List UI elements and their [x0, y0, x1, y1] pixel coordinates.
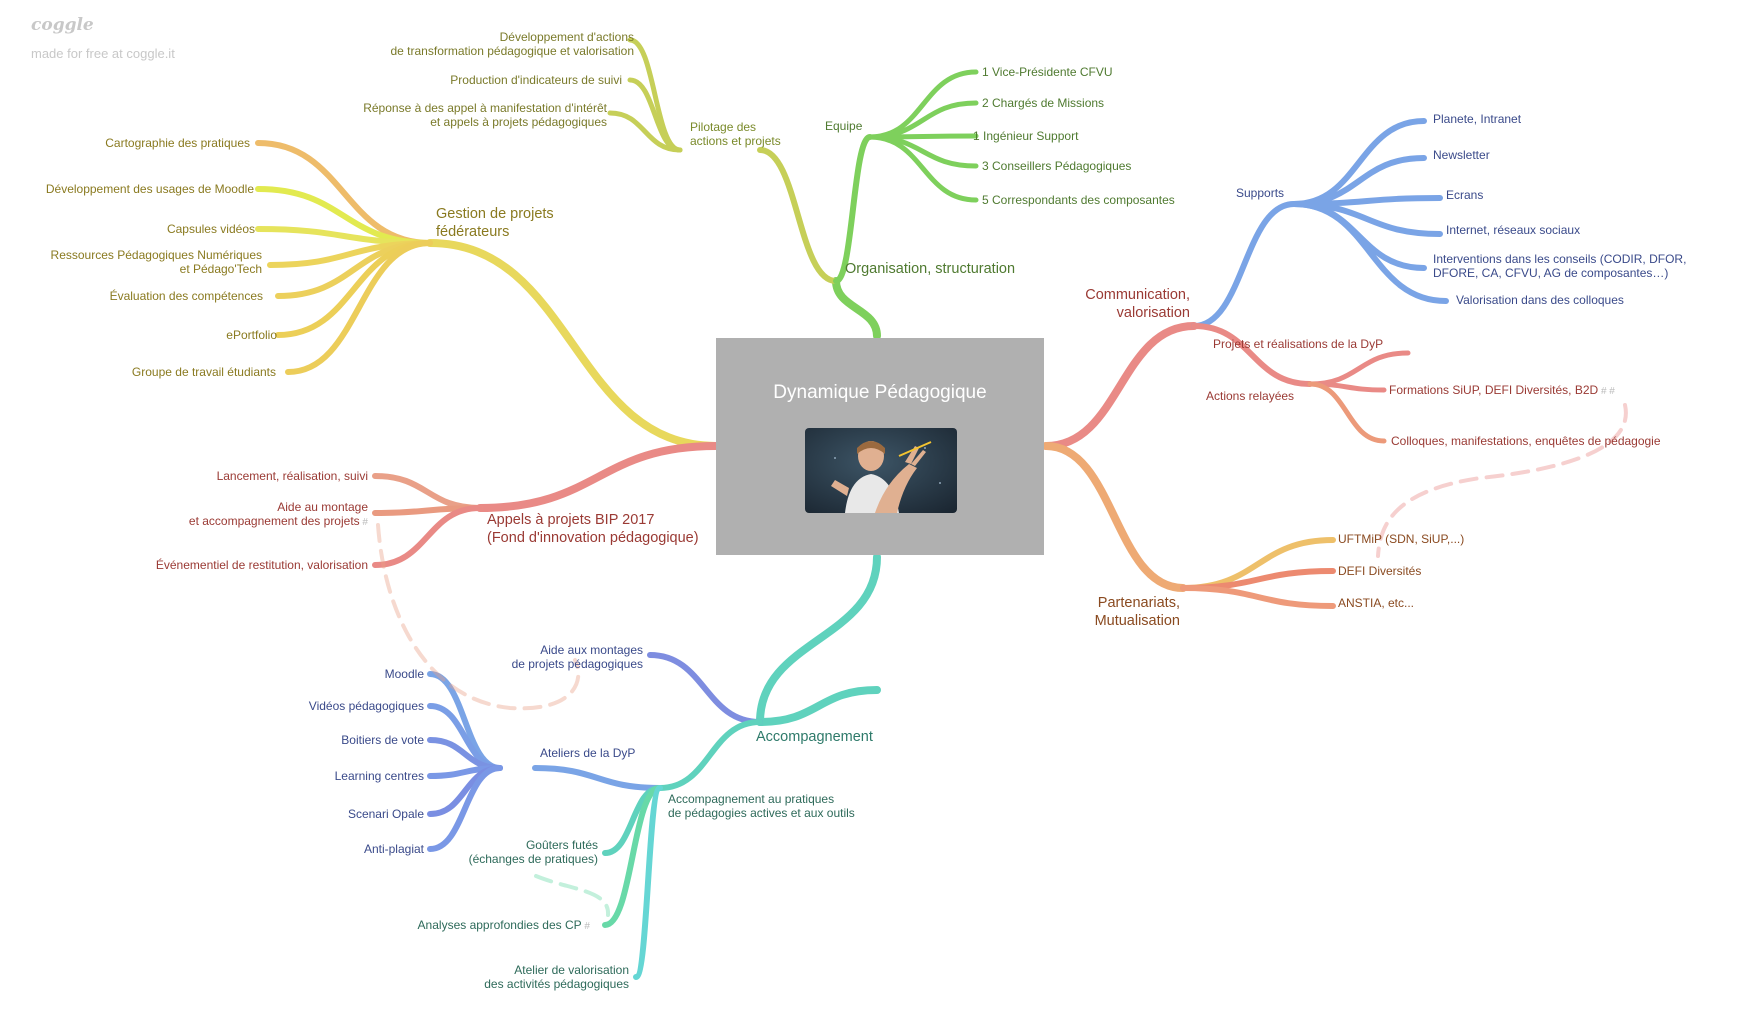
node-partenariats[interactable]: Partenariats, Mutualisation	[1094, 595, 1180, 629]
node-gouters[interactable]: Goûters futés (échanges de pratiques)	[468, 838, 598, 866]
branch-pratiques	[657, 719, 763, 791]
gestion-item-2[interactable]: Développement des usages de Moodle	[45, 182, 254, 196]
node-ateliers[interactable]: Ateliers de la DyP	[540, 746, 636, 760]
branch-gestion-item	[285, 240, 433, 375]
branch-analyses	[602, 785, 663, 928]
branch-ateliers-item	[427, 765, 503, 852]
actions-item-1[interactable]: Formations SiUP, DEFI Diversités, B2D	[1389, 383, 1615, 399]
gestion-item-5[interactable]: Évaluation des compétences	[109, 289, 263, 303]
actions-item-2[interactable]: Colloques, manifestations, enquêtes de p…	[1391, 434, 1661, 448]
dashed-link-analyses	[534, 874, 611, 917]
supports-item-4[interactable]: Internet, réseaux sociaux	[1446, 223, 1581, 237]
atelier-item-1[interactable]: Moodle	[384, 667, 424, 681]
branch-accompagnement-stem	[756, 553, 881, 726]
atelier-item-6[interactable]: Anti-plagiat	[363, 842, 424, 856]
central-node-title: Dynamique Pédagogique	[773, 382, 987, 403]
branch-actions-2	[1307, 381, 1387, 444]
dashed-link-aide	[376, 523, 581, 711]
branch-equipe	[833, 134, 873, 284]
teacher-photo	[805, 428, 957, 513]
partenariats-item-3[interactable]: ANSTIA, etc...	[1338, 596, 1415, 610]
equipe-item-1[interactable]: 1 Vice-Présidente CFVU	[982, 65, 1113, 79]
branch-gestion	[426, 239, 720, 450]
node-accompagnement[interactable]: Accompagnement	[756, 729, 873, 745]
branch-supports-item	[1291, 201, 1449, 304]
appels-item-2[interactable]: Aide au montage et accompagnement des pr…	[189, 500, 368, 530]
node-equipe[interactable]: Equipe	[825, 119, 863, 133]
branch-equipe-item	[867, 134, 979, 203]
node-gestion[interactable]: Gestion de projets fédérateurs	[436, 206, 554, 240]
partenariats-item-2[interactable]: DEFI Diversités	[1338, 564, 1422, 578]
gestion-item-4[interactable]: Ressources Pédagogiques Numériques et Pé…	[50, 248, 262, 276]
branch-appels-item	[372, 473, 483, 511]
gestion-item-6[interactable]: ePortfolio	[226, 328, 277, 342]
node-organisation[interactable]: Organisation, structuration	[845, 261, 1016, 277]
branch-part-2	[1180, 585, 1336, 609]
supports-item-6[interactable]: Valorisation dans des colloques	[1456, 293, 1624, 307]
supports-item-1[interactable]: Planete, Intranet	[1433, 112, 1522, 126]
atelier-item-2[interactable]: Vidéos pédagogiques	[308, 699, 424, 713]
node-aide[interactable]: Aide aux montages de projets pédagogique…	[511, 643, 643, 671]
pilotage-item-2[interactable]: Production d'indicateurs de suivi	[450, 73, 622, 87]
branch-part-1	[1180, 568, 1336, 591]
branch-accompagnement	[756, 686, 881, 726]
branch-atelier-valo	[633, 785, 663, 980]
dashed-link-defi	[1376, 403, 1628, 558]
branch-actions-0	[1307, 350, 1411, 387]
supports-item-5[interactable]: Interventions dans les conseils (CODIR, …	[1433, 252, 1687, 280]
supports-item-2[interactable]: Newsletter	[1433, 148, 1490, 162]
branch-ateliers	[532, 765, 663, 791]
atelier-item-3[interactable]: Boitiers de vote	[341, 733, 424, 747]
pilotage-item-3[interactable]: Réponse à des appel à manifestation d'in…	[363, 101, 607, 129]
node-analyses[interactable]: Analyses approfondies des CP	[418, 918, 590, 934]
pilotage-item-1[interactable]: Développement d'actions de transformatio…	[390, 30, 635, 58]
appels-item-1[interactable]: Lancement, réalisation, suivi	[216, 469, 368, 483]
node-projets[interactable]: Projets et réalisations de la DyP	[1213, 337, 1384, 351]
equipe-item-4[interactable]: 3 Conseillers Pédagogiques	[982, 159, 1132, 173]
coggle-tagline[interactable]: made for free at coggle.it	[31, 46, 175, 61]
branch-pilotage	[757, 147, 839, 284]
node-appels[interactable]: Appels à projets BIP 2017 (Fond d'innova…	[487, 512, 699, 546]
partenariats-item-1[interactable]: UFTMiP (SDN, SiUP,...)	[1338, 532, 1465, 546]
branch-appels	[476, 442, 720, 512]
node-actions[interactable]: Actions relayées	[1206, 389, 1295, 403]
node-pilotage[interactable]: Pilotage des actions et projets	[690, 120, 781, 148]
node-communication[interactable]: Communication, valorisation	[1085, 287, 1190, 321]
atelier-item-4[interactable]: Learning centres	[334, 769, 424, 783]
node-pratiques[interactable]: Accompagnement au pratiques de pédagogie…	[668, 792, 855, 820]
appels-item-3[interactable]: Événementiel de restitution, valorisatio…	[155, 558, 368, 572]
atelier-item-5[interactable]: Scenari Opale	[347, 807, 424, 821]
gestion-item-7[interactable]: Groupe de travail étudiants	[131, 365, 276, 379]
branch-actions	[1191, 323, 1313, 387]
branch-supports	[1191, 201, 1297, 329]
gestion-item-3[interactable]: Capsules vidéos	[166, 222, 255, 236]
equipe-item-2[interactable]: 2 Chargés de Missions	[982, 96, 1105, 110]
branch-partenariats	[1042, 442, 1187, 592]
branch-aide	[647, 652, 763, 725]
equipe-item-5[interactable]: 5 Correspondants des composantes	[982, 193, 1175, 207]
node-supports[interactable]: Supports	[1236, 186, 1285, 200]
branch-appels-item	[372, 505, 483, 568]
coggle-logo[interactable]: coggle	[31, 15, 94, 35]
branch-pilotage-item	[627, 37, 683, 153]
central-node[interactable]: Dynamique Pédagogique	[716, 338, 1044, 555]
branch-communication	[1042, 322, 1198, 450]
branch-organisation	[832, 277, 881, 340]
supports-item-3[interactable]: Ecrans	[1446, 188, 1484, 202]
gestion-item-1[interactable]: Cartographie des pratiques	[105, 136, 250, 150]
branch-pilotage-item	[607, 110, 683, 153]
equipe-item-3[interactable]: 1 Ingénieur Support	[973, 129, 1079, 143]
node-atelier-valo[interactable]: Atelier de valorisation des activités pé…	[484, 963, 629, 991]
